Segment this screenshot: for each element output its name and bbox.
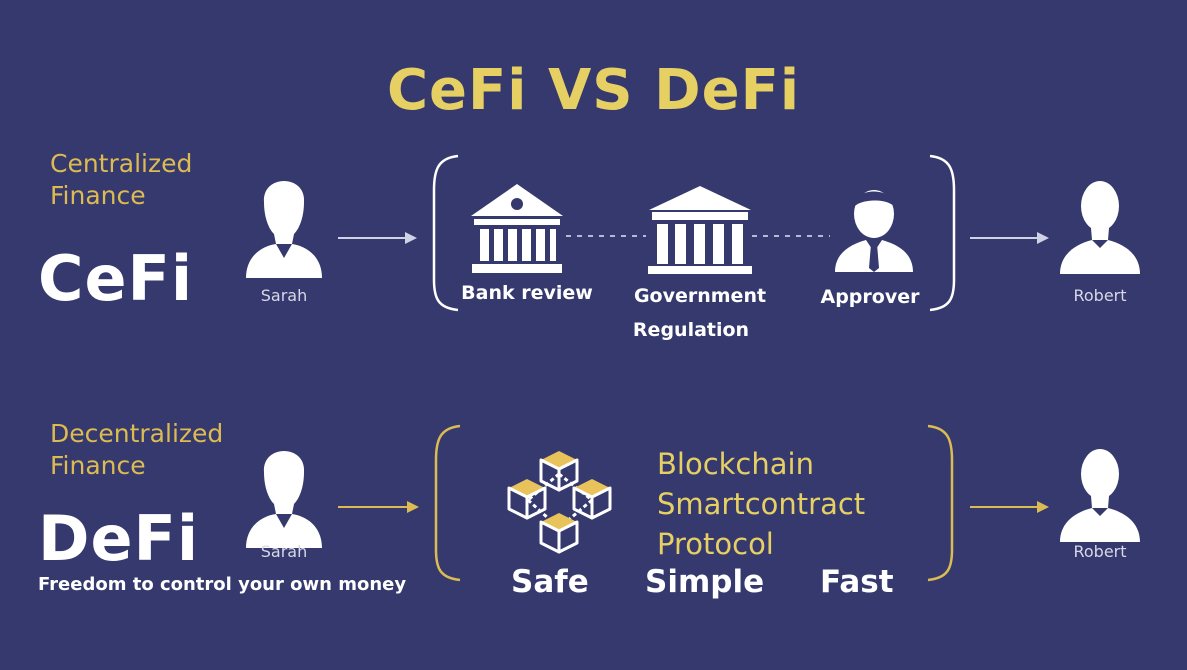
arrow-defi-right [970,501,1049,513]
bracket-right-cefi [929,154,956,312]
arrow-cefi-left [338,232,417,244]
defi-sender-name: Sarah [260,542,308,561]
defi-subtitle-line2: Finance [50,451,146,480]
defi-label: DeFi [38,502,200,575]
sarah-icon-defi [246,451,322,548]
bracket-left-cefi [432,154,459,312]
defi-tagline: Freedom to control your own money [38,574,407,595]
government-label-line1: Government [633,285,767,307]
cefi-subtitle-line1: Centralized [50,149,193,178]
government-building-icon [648,186,752,274]
arrow-cefi-right [970,232,1049,244]
feature-fast: Fast [820,564,894,600]
bracket-left-defi [434,424,461,582]
bracket-right-defi [927,424,954,582]
arrow-defi-left [338,501,419,513]
approver-icon [835,190,913,272]
blockchain-icon [507,449,612,554]
robert-icon-cefi [1060,181,1140,274]
cefi-receiver-name: Robert [1073,286,1127,305]
government-label-line2: Regulation [632,319,750,341]
defi-subtitle-line1: Decentralized [50,419,224,448]
feature-simple: Simple [645,564,765,600]
bank-icon [471,184,563,273]
defi-receiver-name: Robert [1073,542,1127,561]
cefi-subtitle: Centralized Finance [50,148,192,212]
cefi-sender-name: Sarah [260,286,308,305]
defi-subtitle: Decentralized Finance [50,418,223,482]
defi-tech-list: Blockchain Smartcontract Protocol [657,444,865,564]
cefi-label: CeFi [38,242,194,315]
tech-item-blockchain: Blockchain [657,447,814,481]
tech-item-smartcontract: Smartcontract [657,487,866,521]
page-title: CeFi VS DeFi [386,58,801,123]
feature-safe: Safe [511,564,589,600]
robert-icon-defi [1060,449,1140,542]
approver-label: Approver [820,286,920,308]
sarah-icon-cefi [246,181,322,278]
bank-review-label: Bank review [461,282,593,304]
cefi-subtitle-line2: Finance [50,181,146,210]
tech-item-protocol: Protocol [657,527,774,561]
